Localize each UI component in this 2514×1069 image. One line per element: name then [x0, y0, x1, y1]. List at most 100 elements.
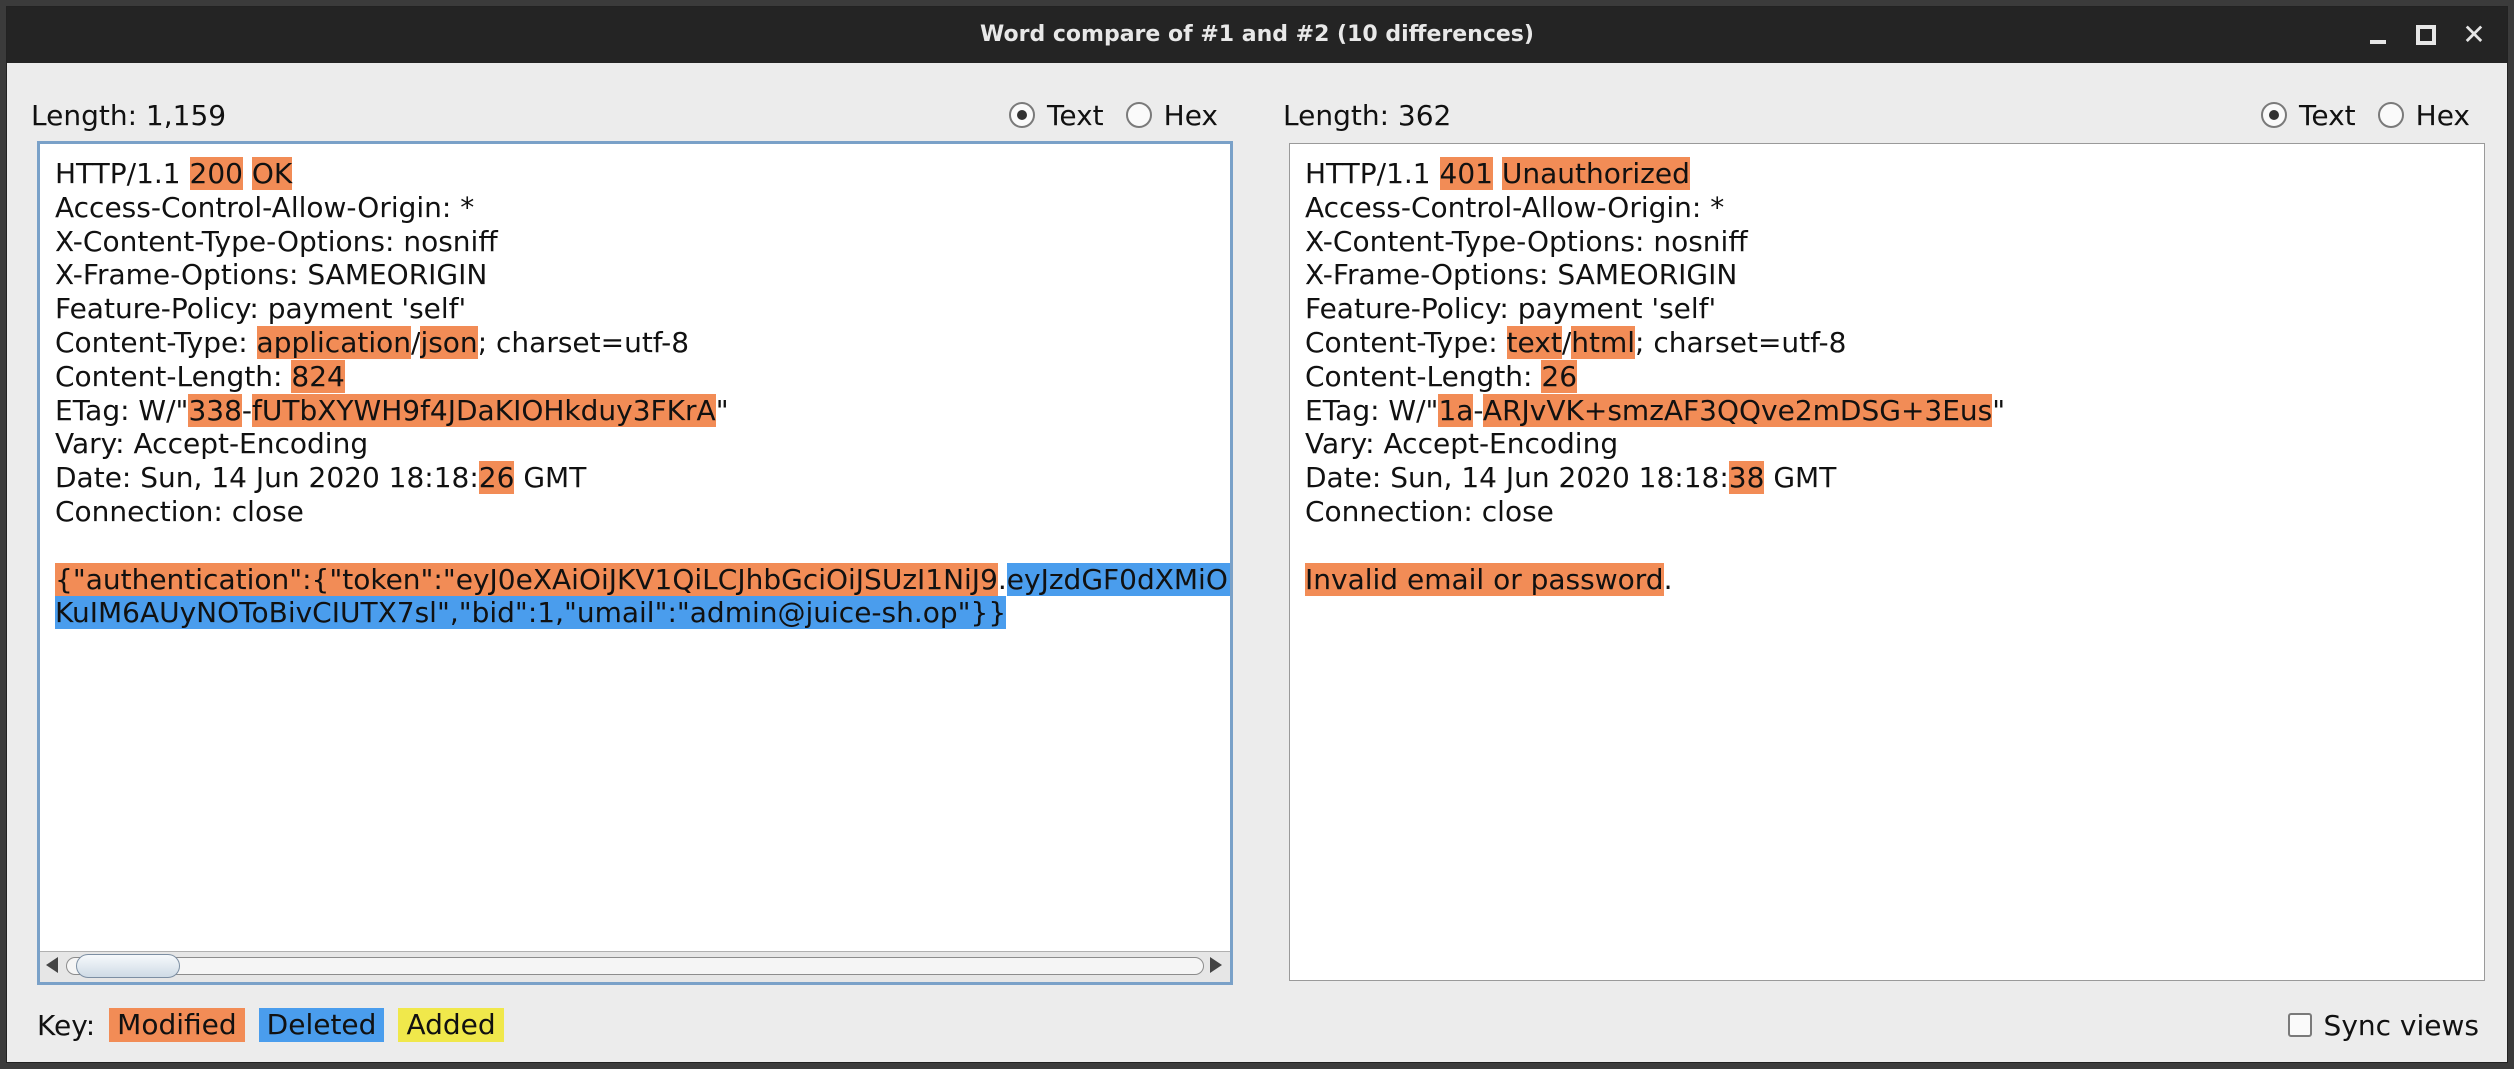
text-segment: GMT: [1764, 461, 1837, 495]
left-length-label: Length: 1,159: [31, 98, 227, 132]
sync-views-toggle[interactable]: Sync views: [2287, 1007, 2479, 1043]
text-line: Access-Control-Allow-Origin: *: [55, 191, 1230, 225]
text-segment: Access-Control-Allow-Origin: *: [1305, 190, 1725, 224]
text-line: Content-Length: 26: [1305, 359, 2005, 394]
text-segment: Connection: close: [55, 494, 304, 528]
text-line: Date: Sun, 14 Jun 2020 18:18:38 GMT: [1305, 461, 2005, 495]
text-segment: Connection: close: [1305, 494, 1554, 528]
text-segment: Feature-Policy: payment 'self': [1305, 292, 1717, 326]
modified-segment: {"authentication":{"token":"eyJ0eXAiOiJK…: [55, 562, 998, 596]
text-segment: -: [1473, 393, 1483, 427]
text-segment: Content-Type:: [55, 325, 257, 359]
right-radio-text[interactable]: Text: [2261, 99, 2356, 132]
modified-segment: 26: [478, 461, 515, 495]
radio-unselected-icon[interactable]: [2377, 102, 2404, 128]
radio-selected-icon[interactable]: [2261, 102, 2287, 128]
close-icon: ✕: [2462, 18, 2486, 51]
text-segment: Vary: Accept-Encoding: [55, 427, 369, 461]
text-segment: Feature-Policy: payment 'self': [55, 292, 467, 326]
right-radio-hex[interactable]: Hex: [2377, 98, 2470, 132]
text-line: ETag: W/"338-fUTbXYWH9f4JDaKIOHkduy3FKrA…: [55, 393, 1230, 428]
text-segment: Vary: Accept-Encoding: [1305, 427, 1619, 461]
close-button[interactable]: ✕: [2461, 18, 2487, 51]
key-added: Added: [398, 1008, 504, 1042]
scroll-left-icon[interactable]: [46, 957, 58, 973]
text-line: {"authentication":{"token":"eyJ0eXAiOiJK…: [55, 562, 1230, 597]
modified-segment: 824: [291, 359, 345, 393]
maximize-button[interactable]: [2413, 22, 2439, 48]
text-line: Connection: close: [55, 494, 1230, 529]
modified-segment: text: [1506, 325, 1562, 359]
modified-segment: json: [420, 325, 478, 359]
title-bar[interactable]: Word compare of #1 and #2 (10 difference…: [7, 7, 2507, 63]
modified-segment: 401: [1439, 157, 1493, 190]
modified-segment: Invalid email or password: [1305, 562, 1664, 596]
left-radio-text-label: Text: [1047, 98, 1104, 132]
modified-segment: 26: [1541, 359, 1578, 393]
text-line: [55, 529, 1230, 563]
left-radio-hex-label: Hex: [1163, 98, 1218, 132]
text-segment: Content-Length:: [1305, 359, 1542, 393]
scroll-track[interactable]: [66, 957, 1204, 975]
right-radio-text-label: Text: [2299, 98, 2356, 132]
text-line: Date: Sun, 14 Jun 2020 18:18:26 GMT: [55, 461, 1230, 495]
key-modified: Modified: [109, 1008, 245, 1042]
right-radio-hex-label: Hex: [2415, 98, 2470, 132]
deleted-segment: eyJzdGF0dXMiOiJzdWNjZXNzIiwiZGF0YSI6eyJp…: [1006, 562, 1230, 596]
sync-views-checkbox[interactable]: [2287, 1013, 2312, 1037]
text-segment: [1493, 157, 1502, 190]
text-line: X-Content-Type-Options: nosniff: [1305, 225, 2005, 259]
modified-segment: ARJvVK+smzAF3QQve2mDSG+3Eus: [1482, 393, 1993, 427]
text-segment: ETag: W/": [1305, 393, 1439, 427]
text-segment: X-Content-Type-Options: nosniff: [55, 224, 498, 258]
text-line: Vary: Accept-Encoding: [55, 427, 1230, 461]
text-segment: Date: Sun, 14 Jun 2020 18:18:: [1305, 461, 1729, 495]
right-length-label: Length: 362: [1283, 98, 1452, 132]
text-segment: ; charset=utf-8: [477, 325, 690, 359]
sync-views-label: Sync views: [2323, 1008, 2479, 1042]
text-segment: /: [411, 325, 421, 359]
modified-segment: 338: [188, 393, 242, 427]
text-line: X-Content-Type-Options: nosniff: [55, 224, 1230, 259]
text-line: Feature-Policy: payment 'self': [55, 292, 1230, 326]
text-segment: HTTP/1.1: [55, 157, 190, 190]
maximize-icon: [2416, 25, 2436, 45]
text-line: Vary: Accept-Encoding: [1305, 427, 2005, 461]
text-segment: ETag: W/": [55, 393, 189, 427]
left-radio-text[interactable]: Text: [1009, 99, 1104, 132]
text-line: HTTP/1.1 401 Unauthorized: [1305, 157, 2005, 191]
key-label: Key:: [37, 1008, 96, 1042]
text-line: Content-Length: 824: [55, 359, 1230, 394]
horizontal-scrollbar[interactable]: [40, 951, 1230, 982]
scroll-right-icon[interactable]: [1210, 957, 1222, 973]
text-segment: X-Frame-Options: SAMEORIGIN: [1305, 258, 1738, 292]
text-line: Feature-Policy: payment 'self': [1305, 292, 2005, 326]
minimize-button[interactable]: [2365, 22, 2391, 48]
text-line: Content-Type: text/html; charset=utf-8: [1305, 325, 2005, 360]
text-segment: HTTP/1.1: [1305, 157, 1440, 190]
text-line: X-Frame-Options: SAMEORIGIN: [1305, 258, 2005, 292]
text-line: [1305, 529, 2005, 563]
text-line: KuIM6AUyNOToBivCIUTX7sl","bid":1,"umail"…: [55, 596, 1230, 630]
text-segment: X-Content-Type-Options: nosniff: [1305, 224, 1748, 258]
modified-segment: 1a: [1438, 393, 1474, 427]
window-controls: ✕: [2365, 7, 2487, 63]
radio-unselected-icon[interactable]: [1125, 102, 1152, 128]
text-line: Access-Control-Allow-Origin: *: [1305, 191, 2005, 225]
text-segment: Date: Sun, 14 Jun 2020 18:18:: [55, 461, 479, 495]
text-line: Invalid email or password.: [1305, 562, 2005, 597]
text-segment: [243, 157, 252, 190]
left-radio-hex[interactable]: Hex: [1125, 98, 1218, 132]
radio-selected-icon[interactable]: [1009, 102, 1035, 128]
text-line: X-Frame-Options: SAMEORIGIN: [55, 258, 1230, 292]
left-view-mode: Text Hex: [1009, 95, 1228, 135]
text-line: Connection: close: [1305, 495, 2005, 529]
text-segment: ; charset=utf-8: [1635, 325, 1847, 359]
modified-segment: application: [256, 325, 411, 359]
scroll-thumb[interactable]: [76, 954, 180, 978]
key-deleted: Deleted: [258, 1008, 385, 1042]
